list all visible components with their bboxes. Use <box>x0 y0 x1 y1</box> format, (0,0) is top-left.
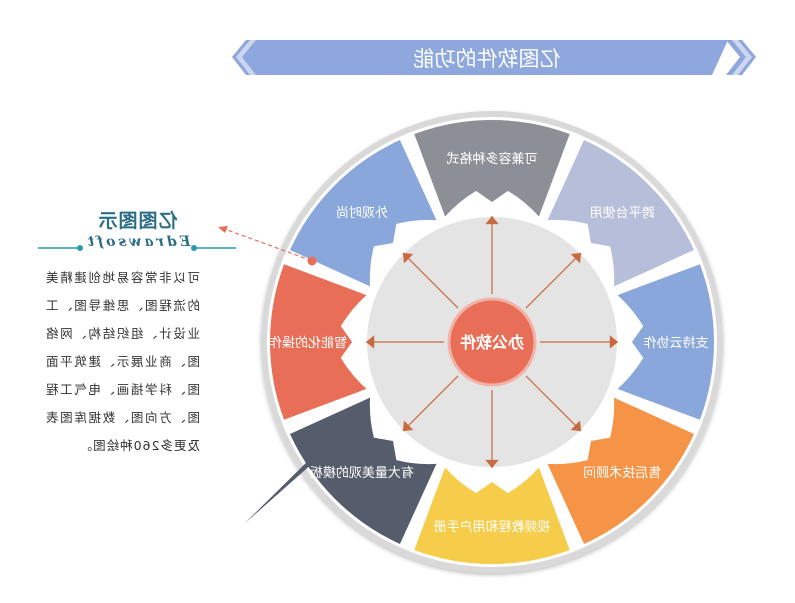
arrow-head-6 <box>402 420 414 432</box>
arrow-head-7 <box>366 335 375 349</box>
side-description: 可以非常容易地创建精美的流程图、思维导图、工业设计、组织结构、网络图、商业展示、… <box>45 270 200 453</box>
arrow-head-4 <box>570 420 582 432</box>
segment-label-6: 有大量美观的模板 <box>310 465 414 481</box>
side-title: 亿图图示 <box>97 210 178 232</box>
segment-label-4: 售后技术顾问 <box>583 465 661 481</box>
segment-1 <box>414 119 570 217</box>
segment-label-5: 视频教程和用户手册 <box>433 519 550 535</box>
arrow-head-3 <box>609 335 618 349</box>
arrow-line-2 <box>525 252 582 309</box>
banner-left-chevron-outer <box>236 40 256 75</box>
segment-7 <box>270 264 367 420</box>
arrow-line-6 <box>402 375 459 432</box>
segment-label-1: 可兼容多种格式 <box>446 151 537 167</box>
banner-title: 亿图软件的功能 <box>414 47 561 71</box>
segment-5 <box>414 467 570 565</box>
center-label: 办公软件 <box>460 333 524 352</box>
banner-right-chevron <box>726 40 756 75</box>
arrow-head-5 <box>485 459 499 468</box>
center-node <box>447 297 537 387</box>
segment-label-2: 跨平台使用 <box>590 205 655 221</box>
arrow-head-2 <box>570 252 582 264</box>
segment-label-8: 外观时尚 <box>336 206 388 221</box>
arrow-line-4 <box>525 375 582 432</box>
arrows-group <box>366 216 618 468</box>
segment-label-7: 智能化的操作 <box>269 335 347 351</box>
arrow-head-8 <box>402 252 414 264</box>
side-decoration <box>38 226 322 524</box>
segment-4 <box>547 397 695 545</box>
segment-label-3: 支持云协作 <box>643 336 708 351</box>
arrow-line-8 <box>402 252 459 309</box>
banner-right-chevron-inner <box>732 40 752 75</box>
side-subtitle: Edrawsoft <box>84 234 191 250</box>
callout-arrowhead <box>218 226 228 233</box>
side-title-dot-left <box>77 245 83 251</box>
banner-left-chevron <box>232 40 262 75</box>
arrow-head-1 <box>485 216 499 225</box>
banner-bar <box>246 40 728 75</box>
callout-dot <box>307 256 317 266</box>
side-title-dot-right <box>191 245 197 251</box>
callout-dashed-line <box>221 227 311 261</box>
banner: 亿图软件的功能 <box>232 40 756 75</box>
segment-2 <box>547 139 695 287</box>
pointer-needle <box>244 451 322 524</box>
segment-3 <box>617 264 714 420</box>
segment-6 <box>289 397 437 545</box>
segment-8 <box>289 139 437 287</box>
